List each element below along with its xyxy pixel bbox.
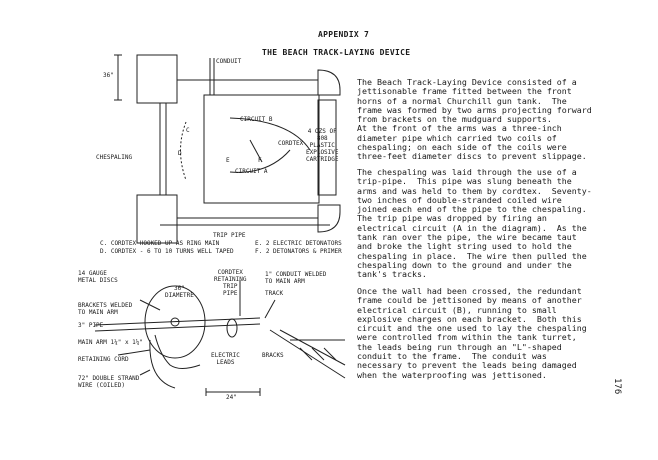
letter-f-label: F <box>258 157 262 164</box>
track-label: TRACK <box>265 290 284 297</box>
paragraph-1: The Beach Track-Laying Device consisted … <box>357 77 592 162</box>
bracket-bottom-left <box>136 194 178 244</box>
page-title: THE BEACH TRACK-LAYING DEVICE <box>262 48 411 57</box>
key-d: D. CORDTEX - 6 TO 10 TURNS WELL TAPED <box>100 248 234 255</box>
electric-leads-label: ELECTRIC LEADS <box>211 352 240 366</box>
wire-label: 72" DOUBLE STRAND WIRE (COILED) <box>78 375 140 389</box>
pipe-label: 3" PIPE <box>78 322 104 329</box>
letter-d-label: D <box>178 150 182 157</box>
metal-discs-label: 14 GAUGE METAL DISCS <box>78 270 118 284</box>
bracket-top-left <box>136 54 178 104</box>
cordtex-label: CORDTEX <box>278 140 304 147</box>
conduit-welded-label: 1" CONDUIT WELDED TO MAIN ARM <box>265 271 327 285</box>
brackets-welded-label: BRACKETS WELDED TO MAIN ARM <box>78 302 133 316</box>
key-e: E. 2 ELECTRIC DETONATORS <box>255 240 342 247</box>
key-f: F. 2 DETONATORS & PRIMER <box>255 248 342 255</box>
circuit-b-label: CIRCUIT B <box>240 116 273 123</box>
letter-c-label: C <box>186 127 190 134</box>
main-arm-label: MAIN ARM 1¼" x 1¼" <box>78 339 144 346</box>
paragraph-2: The chespaling was laid through the use … <box>357 167 592 280</box>
dimension-36-label: 36" <box>103 72 114 79</box>
diameter-label: 36" DIAMETRE <box>165 285 194 299</box>
brackets-label: BRACKS <box>262 352 284 359</box>
key-c: C. CORDTEX HOOKED UP AS RING MAIN <box>100 240 220 247</box>
trip-pipe-label: TRIP PIPE <box>213 232 246 239</box>
letter-e-label: E <box>226 157 230 164</box>
circuit-a-label: CIRCUIT A <box>235 168 268 175</box>
cordtex-retaining-label: CORDTEX RETAINING TRIP PIPE <box>214 269 247 297</box>
paragraph-3: Once the wall had been crossed, the redu… <box>357 286 587 380</box>
chespaling-label: CHESPALING <box>96 154 133 161</box>
page-number: 176 <box>612 378 622 395</box>
explosive-charge-label: 4 OZS OF 808 PLASTIC EXPLOSIVE CARTRIDGE <box>306 128 339 163</box>
appendix-heading: APPENDIX 7 <box>318 30 370 39</box>
conduit-label: CONDUIT <box>216 58 242 65</box>
dimension-24-label: 24" <box>226 394 237 401</box>
retaining-cord-label: RETAINING CORD <box>78 356 129 363</box>
